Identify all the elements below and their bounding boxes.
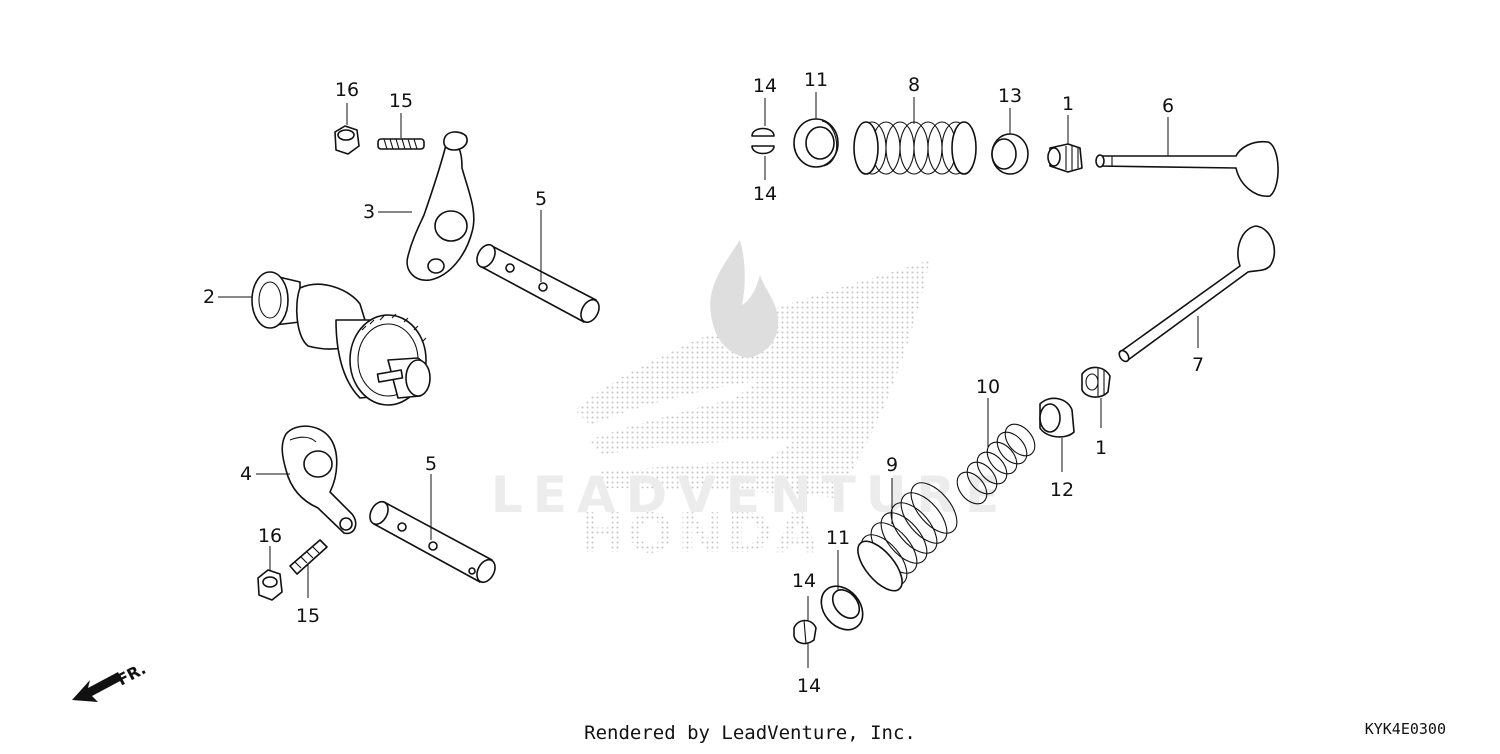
callout-11-top: 11 bbox=[804, 69, 828, 91]
callout-5-bottom: 5 bbox=[425, 453, 437, 475]
callout-5-top: 5 bbox=[535, 188, 547, 210]
callout-4: 4 bbox=[240, 463, 252, 485]
callout-16-bottom: 16 bbox=[258, 525, 282, 547]
callout-14-bottom-lower: 14 bbox=[797, 675, 821, 697]
part-2-camshaft bbox=[251, 271, 431, 406]
diagram-code: KYK4E0300 bbox=[1365, 720, 1446, 738]
honda-flame-icon bbox=[710, 240, 779, 358]
part-8-outer-spring bbox=[853, 121, 977, 175]
callout-8: 8 bbox=[908, 74, 920, 96]
part-5-rocker-shaft-bottom bbox=[369, 500, 496, 584]
footer-credit: Rendered by LeadVenture, Inc. bbox=[584, 722, 916, 744]
part-6-intake-valve bbox=[1095, 140, 1279, 197]
part-13-spring-seat bbox=[991, 133, 1029, 175]
part-3-rocker-arm bbox=[406, 131, 475, 281]
callout-13: 13 bbox=[998, 85, 1022, 107]
part-11-retainer-top bbox=[793, 118, 839, 168]
callout-1-top: 1 bbox=[1062, 93, 1074, 115]
callout-6: 6 bbox=[1162, 95, 1174, 117]
part-9-outer-spring bbox=[857, 482, 958, 592]
front-direction-label: FR. bbox=[114, 659, 149, 690]
callout-14-top-lower: 14 bbox=[753, 183, 777, 205]
watermark-leadventure-text: LEADVENTURE bbox=[491, 466, 1009, 524]
callout-14-bottom-upper: 14 bbox=[792, 570, 816, 592]
watermark: LEADVENTURE HONDA bbox=[491, 240, 1009, 565]
callout-16-top: 16 bbox=[335, 79, 359, 101]
callout-15-bottom: 15 bbox=[296, 605, 320, 627]
part-15-screw-bottom bbox=[289, 539, 328, 575]
callout-12: 12 bbox=[1050, 479, 1074, 501]
part-12-spring-seat bbox=[1039, 397, 1075, 438]
part-14-cotter-top bbox=[751, 127, 775, 155]
part-16-nut-bottom bbox=[257, 569, 283, 601]
part-5-rocker-shaft-top bbox=[476, 243, 600, 324]
part-16-nut-top bbox=[334, 125, 360, 155]
part-11-retainer-bottom bbox=[820, 585, 864, 631]
part-7-exhaust-valve bbox=[1118, 225, 1276, 363]
callout-15-top: 15 bbox=[389, 90, 413, 112]
part-10-inner-spring bbox=[956, 423, 1036, 505]
part-1-stem-seal-top bbox=[1047, 143, 1083, 173]
part-4-rocker-arm bbox=[281, 425, 357, 535]
callout-14-top-upper: 14 bbox=[753, 75, 777, 97]
part-15-screw-top bbox=[377, 138, 425, 150]
callout-9: 9 bbox=[886, 454, 898, 476]
callout-7: 7 bbox=[1192, 354, 1204, 376]
part-1-stem-seal-bottom bbox=[1081, 366, 1111, 398]
honda-wing-logo bbox=[575, 260, 930, 498]
watermark-honda-text: HONDA bbox=[579, 502, 822, 565]
front-direction-arrow-icon bbox=[72, 672, 122, 702]
callout-2: 2 bbox=[203, 286, 215, 308]
callout-11-bottom: 11 bbox=[826, 527, 850, 549]
callout-1-bottom: 1 bbox=[1095, 437, 1107, 459]
part-14-cotter-bottom bbox=[793, 619, 817, 645]
callout-3: 3 bbox=[363, 201, 375, 223]
callout-10: 10 bbox=[976, 376, 1000, 398]
